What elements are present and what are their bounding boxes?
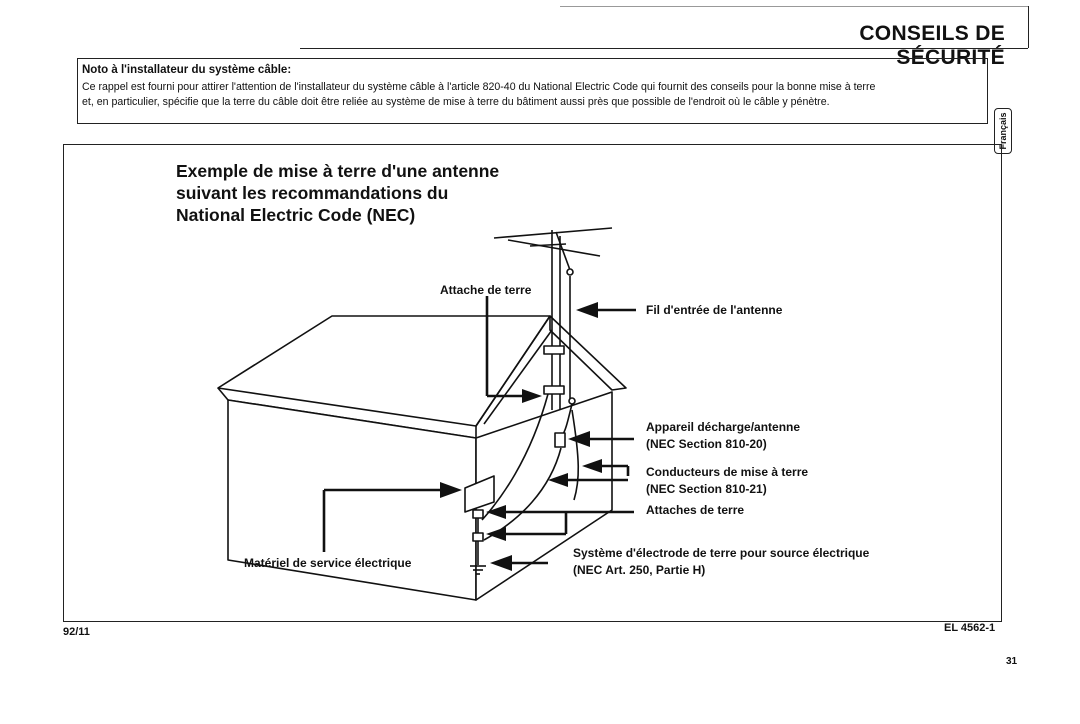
label-materiel: Matériel de service électrique bbox=[244, 556, 412, 570]
house-front-wall bbox=[227, 399, 477, 601]
arrow-appareil bbox=[568, 431, 590, 447]
ground-clamp-top bbox=[543, 385, 565, 395]
antenna-boom bbox=[493, 227, 613, 239]
label-conducteurs-1: Conducteurs de mise à terre bbox=[646, 465, 809, 479]
arrow-attaches-2 bbox=[486, 527, 506, 541]
figure-title: Exemple de mise à terre d'une antenne su… bbox=[176, 160, 516, 226]
page-number: 31 bbox=[1006, 656, 1018, 667]
language-tab: Français bbox=[994, 108, 1012, 154]
footer-left-code: 92/11 bbox=[63, 626, 90, 638]
label-attache-de-terre: Attache de terre bbox=[440, 283, 532, 297]
arrow-conducteurs-2 bbox=[548, 473, 568, 487]
installer-note-box bbox=[77, 58, 988, 124]
page-title: CONSEILS DE SÉCURITÉ bbox=[859, 22, 1005, 69]
roof-right-face bbox=[549, 315, 627, 391]
note-body: Ce rappel est fourni pour attirer l'atte… bbox=[82, 80, 977, 110]
arrow-systeme-electrode bbox=[490, 555, 512, 571]
footer-right-code: EL 4562-1 bbox=[944, 622, 996, 634]
house-side-wall bbox=[475, 391, 613, 601]
figure-title-line-2: suivant les recommandations du bbox=[176, 183, 449, 203]
label-appareil-1: Appareil décharge/antenne bbox=[646, 420, 801, 434]
arrow-attaches-1 bbox=[486, 505, 506, 519]
label-systeme-1: Système d'électrode de terre pour source… bbox=[573, 546, 870, 560]
header-rule-right-tick bbox=[1028, 6, 1029, 48]
mast-strap bbox=[543, 345, 565, 355]
arrow-conducteurs-1 bbox=[582, 459, 602, 473]
label-fil-entree: Fil d'entrée de l'antenne bbox=[646, 303, 783, 317]
note-line-2: et, en particulier, spécifie que la terr… bbox=[82, 96, 830, 108]
arrow-attache-de-terre bbox=[522, 389, 542, 403]
header-rule-top bbox=[560, 6, 1028, 7]
label-appareil-2: (NEC Section 810-20) bbox=[646, 437, 767, 451]
figure-title-line-1: Exemple de mise à terre d'une antenne bbox=[176, 161, 500, 181]
label-systeme-2: (NEC Art. 250, Partie H) bbox=[573, 563, 706, 577]
label-attaches-de-terre: Attaches de terre bbox=[646, 503, 745, 517]
figure-title-line-3: National Electric Code (NEC) bbox=[176, 205, 416, 225]
header-rule bbox=[300, 48, 1028, 49]
service-panel bbox=[464, 475, 495, 513]
arrow-materiel bbox=[440, 482, 462, 498]
label-conducteurs-2: (NEC Section 810-21) bbox=[646, 482, 767, 496]
figure-frame bbox=[63, 144, 1002, 622]
arrow-fil-entree bbox=[576, 302, 598, 318]
note-line-1: Ce rappel est fourni pour attirer l'atte… bbox=[82, 81, 876, 93]
discharge-unit bbox=[554, 432, 566, 448]
note-title: Noto à l'installateur du système câble: bbox=[82, 64, 292, 76]
wire-standoff bbox=[566, 268, 574, 276]
roof-edge bbox=[217, 387, 229, 401]
